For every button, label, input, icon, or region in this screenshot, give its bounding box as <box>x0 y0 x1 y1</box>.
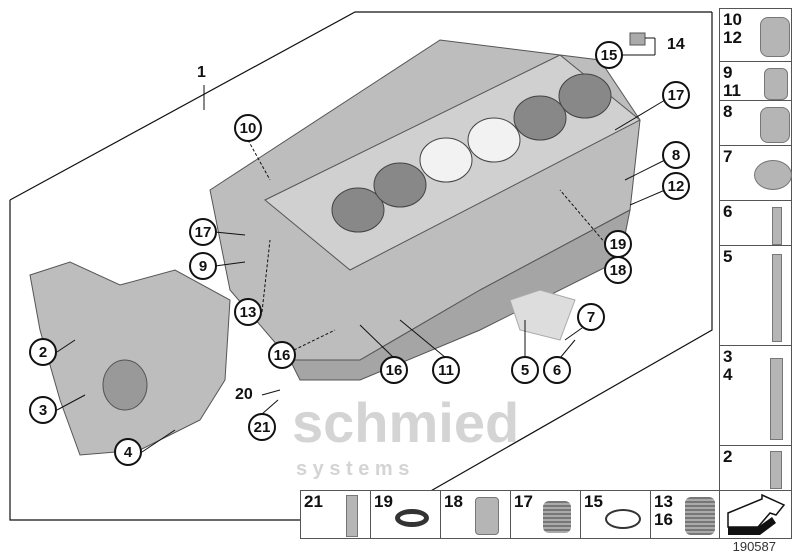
callout-15[interactable]: 15 <box>595 41 623 69</box>
navigate-arrow-button[interactable] <box>719 490 792 539</box>
sleeve-icon <box>760 107 790 143</box>
part-number: 2 <box>723 447 733 466</box>
callout-6[interactable]: 6 <box>543 356 571 384</box>
part-cell-3-4[interactable]: 3 4 <box>719 345 792 446</box>
cylinder-bores <box>331 73 612 233</box>
bearing-cap <box>509 289 576 341</box>
flange-bushing-icon <box>754 160 792 190</box>
part-cell-19[interactable]: 19 <box>370 490 441 539</box>
arrow-icon <box>727 493 786 535</box>
part-cell-9-11[interactable]: 9 11 <box>719 61 792 101</box>
callout-4[interactable]: 4 <box>114 438 142 466</box>
callout-3[interactable]: 3 <box>29 396 57 424</box>
part-number: 17 <box>514 492 533 511</box>
bolt-icon <box>772 207 782 245</box>
part-number: 6 <box>723 202 733 221</box>
callout-21[interactable]: 21 <box>248 413 276 441</box>
sleeve-icon <box>760 17 790 57</box>
part-number: 3 4 <box>723 347 733 384</box>
callout-9[interactable]: 9 <box>189 252 217 280</box>
sleeve-icon <box>764 68 788 100</box>
timing-cover <box>29 261 231 456</box>
figure-number: 190587 <box>732 539 776 554</box>
callout-2[interactable]: 2 <box>29 338 57 366</box>
o-ring-icon <box>605 509 641 529</box>
watermark: schmied <box>292 391 520 454</box>
sealing-ring-icon <box>395 509 429 527</box>
part-cell-15[interactable]: 15 <box>580 490 651 539</box>
callout-10[interactable]: 10 <box>234 114 262 142</box>
part-cell-2[interactable]: 2 <box>719 445 792 491</box>
part-cell-7[interactable]: 7 <box>719 145 792 201</box>
part-cell-21[interactable]: 21 <box>300 490 371 539</box>
callout-11[interactable]: 11 <box>432 356 460 384</box>
callout-17[interactable]: 17 <box>189 218 217 246</box>
part-number: 15 <box>584 492 603 511</box>
part-number: 18 <box>444 492 463 511</box>
callout-16[interactable]: 16 <box>380 356 408 384</box>
callout-12[interactable]: 12 <box>662 172 690 200</box>
part-number: 7 <box>723 147 733 166</box>
part-number: 5 <box>723 247 733 266</box>
callout-18[interactable]: 18 <box>604 256 632 284</box>
callout-19[interactable]: 19 <box>604 230 632 258</box>
screw-plug-icon <box>543 501 571 533</box>
hex-bolt-icon <box>770 451 782 489</box>
callout-16[interactable]: 16 <box>268 341 296 369</box>
part-number: 8 <box>723 102 733 121</box>
callout-8[interactable]: 8 <box>662 141 690 169</box>
part-cell-8[interactable]: 8 <box>719 100 792 146</box>
part-number: 21 <box>304 492 323 511</box>
part-cell-5[interactable]: 5 <box>719 245 792 346</box>
part-cell-13-16[interactable]: 13 16 <box>650 490 720 539</box>
part-number: 9 11 <box>723 63 741 100</box>
screw-plug-icon <box>685 497 715 535</box>
part-cell-17[interactable]: 17 <box>510 490 581 539</box>
plug-icon <box>475 497 499 535</box>
socket-screw-icon <box>346 495 358 537</box>
part-number: 19 <box>374 492 393 511</box>
part-cell-6[interactable]: 6 <box>719 200 792 246</box>
watermark-sub: s y s t e m s <box>296 458 410 480</box>
callout-13[interactable]: 13 <box>234 298 262 326</box>
callout-14: 14 <box>667 36 685 53</box>
bolt-icon <box>772 254 782 342</box>
callout-7[interactable]: 7 <box>577 303 605 331</box>
part-number: 13 16 <box>654 492 673 529</box>
part-number: 10 12 <box>723 10 742 47</box>
callout-5[interactable]: 5 <box>511 356 539 384</box>
part-cell-10-12[interactable]: 10 12 <box>719 8 792 62</box>
callout-1: 1 <box>197 64 206 81</box>
part-cell-18[interactable]: 18 <box>440 490 511 539</box>
hex-bolt-icon <box>770 358 783 440</box>
callout-17[interactable]: 17 <box>662 81 690 109</box>
callout-20: 20 <box>235 386 253 403</box>
